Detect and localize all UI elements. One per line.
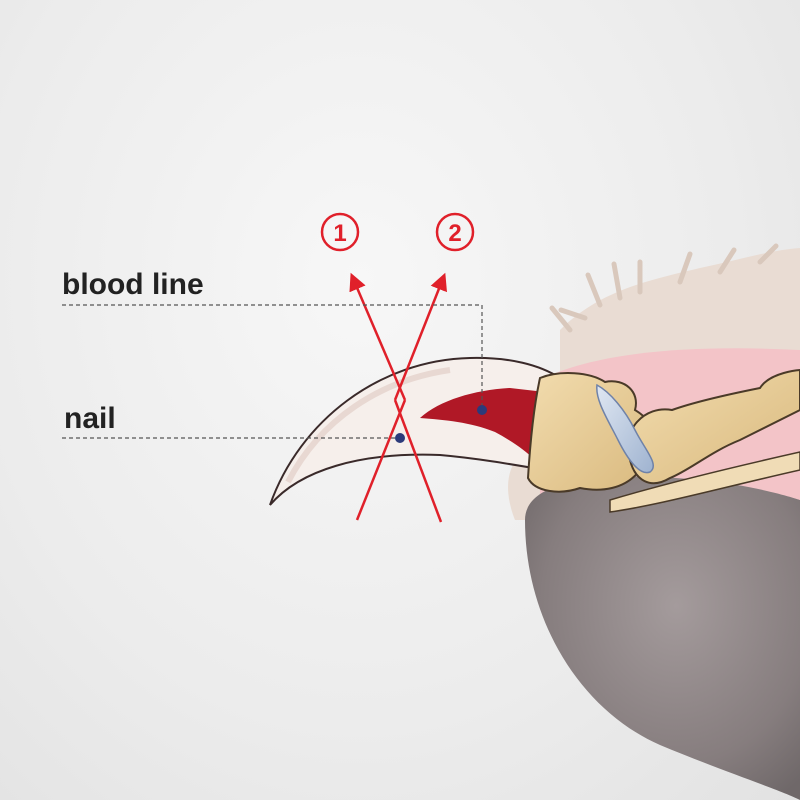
- cut-line-1: [355, 399, 407, 521]
- cut-arrow-1: [349, 272, 407, 401]
- blood-line-dot: [477, 405, 487, 415]
- svg-text:2: 2: [448, 220, 461, 247]
- cut-marker-1: 1: [320, 212, 360, 252]
- svg-text:1: 1: [333, 220, 346, 247]
- cut-marker-2: 2: [435, 212, 475, 252]
- ligament-icon: [596, 383, 655, 474]
- blood-line-leader: [62, 304, 483, 410]
- cut-arrow-2: [393, 272, 447, 401]
- blood-quick: [420, 388, 545, 460]
- paw-pad-icon: [525, 476, 800, 800]
- nail-label: nail: [64, 402, 116, 435]
- nail-dot: [395, 433, 405, 443]
- cut-line-2: [393, 399, 443, 523]
- bone-icon: [526, 368, 800, 513]
- blood-line-label: blood line: [62, 268, 204, 301]
